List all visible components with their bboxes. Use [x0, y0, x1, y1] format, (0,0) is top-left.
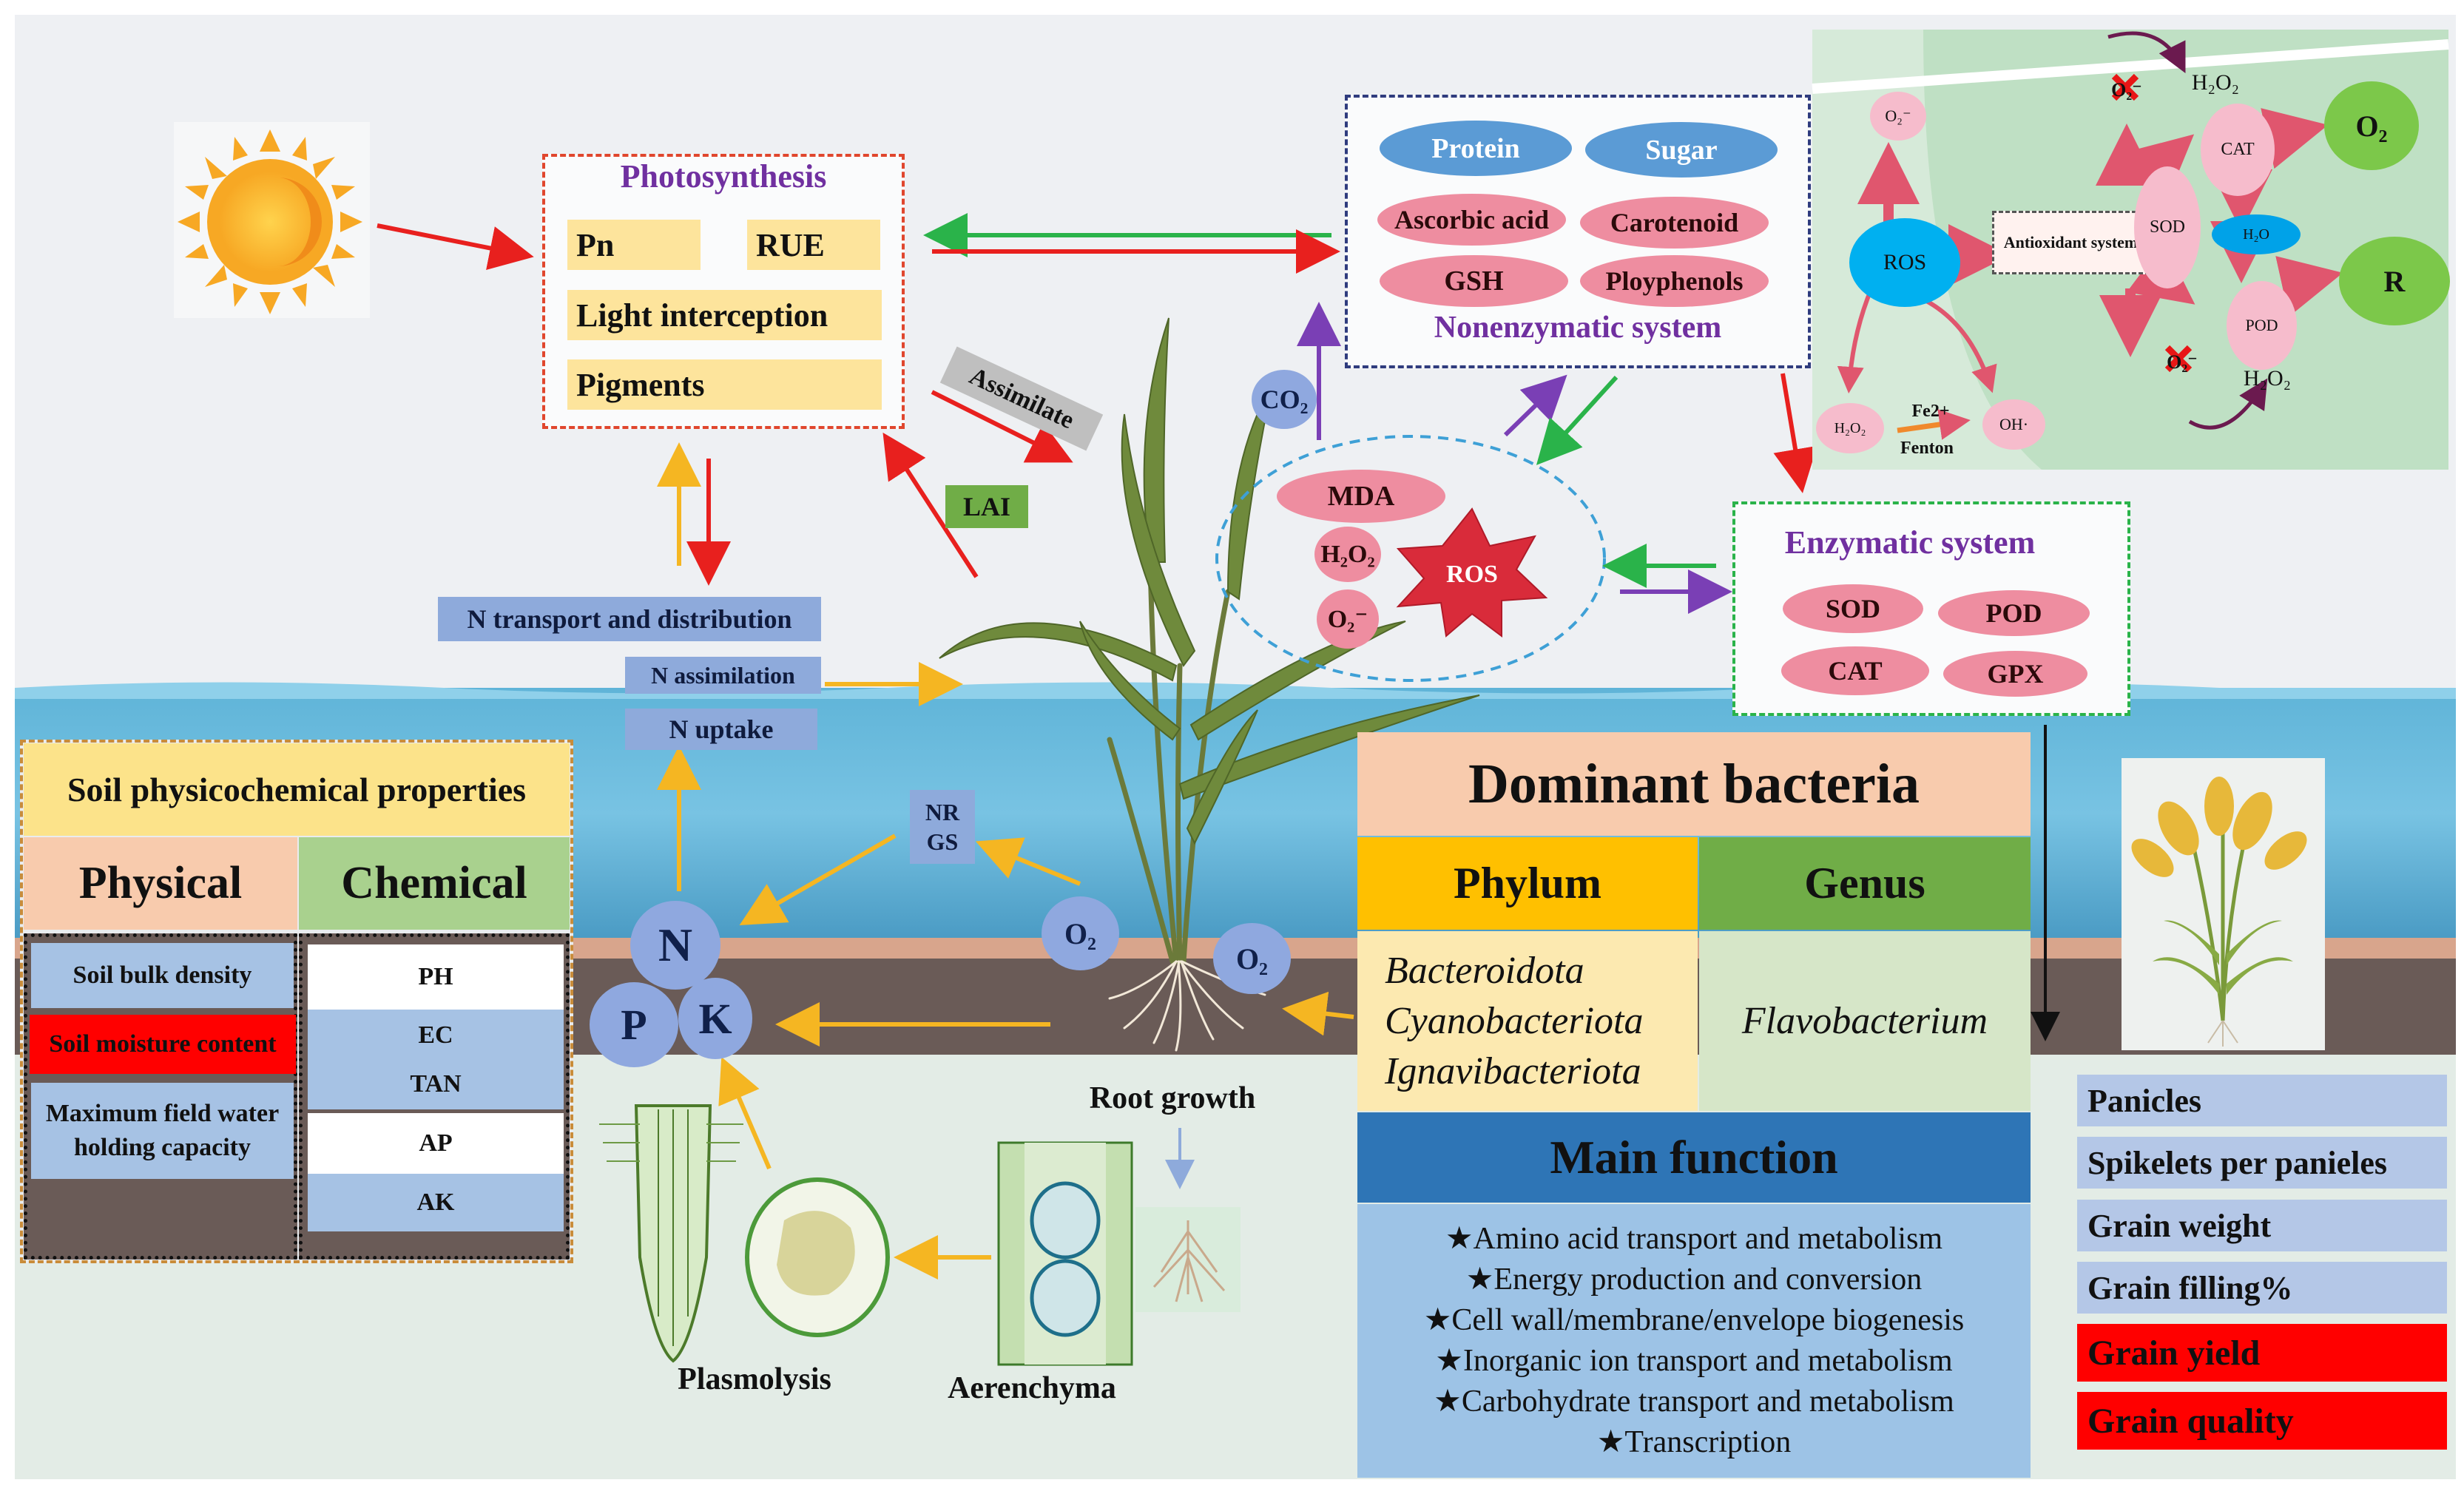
plasmolysis-label: Plasmolysis — [678, 1362, 831, 1396]
nonenzymatic-title: Nonenzymatic system — [1434, 310, 1722, 345]
ap-pod-circle: POD — [2227, 281, 2297, 370]
cat-pill: CAT — [1781, 646, 1929, 695]
k-nutrient-circle: K — [678, 978, 752, 1059]
phylum-ignavibacteriota: Ignavibacteriota — [1385, 1049, 1641, 1092]
protein-pill: Protein — [1380, 121, 1572, 176]
o2-radical-pill: O₂⁻ — [1317, 589, 1379, 649]
aerenchyma-label: Aerenchyma — [948, 1371, 1116, 1405]
genus-header: Genus — [1699, 837, 2031, 930]
yield-grain-quality: Grain quality — [2077, 1392, 2447, 1450]
n-nutrient-circle: N — [630, 901, 720, 990]
mda-pill: MDA — [1277, 470, 1445, 523]
root-tip-illustration — [599, 1104, 890, 1363]
ap-fenton-label: Fenton — [1900, 438, 1954, 458]
enzymatic-title: Enzymatic system — [1784, 524, 2036, 561]
main-function-header: Main function — [1357, 1112, 2031, 1203]
ap-oh-circle: OH· — [1982, 399, 2045, 450]
soil-tan: TAN — [410, 1069, 462, 1098]
function-item: ★Transcription — [1596, 1425, 1792, 1459]
phylum-header: Phylum — [1357, 837, 1698, 930]
soil-ap: AP — [308, 1113, 564, 1174]
ascorbic-acid-pill: Ascorbic acid — [1377, 194, 1566, 246]
ap-o2-cross-bottom: O₂⁻ — [2167, 351, 2198, 373]
phylum-cyanobacteriota: Cyanobacteriota — [1385, 999, 1644, 1042]
phylum-bacteroidota: Bacteroidota — [1385, 949, 1584, 992]
n-transport-label: N transport and distribution — [438, 597, 821, 641]
sun-icon — [174, 122, 370, 318]
ripe-rice-illustration — [2122, 758, 2325, 1050]
yield-grain-yield: Grain yield — [2077, 1324, 2447, 1382]
pod-pill: POD — [1938, 590, 2090, 636]
gs-label: GS — [926, 828, 959, 855]
ap-h2o2-left: H₂O₂ — [1816, 403, 1884, 453]
soil-chemical-header: Chemical — [299, 837, 570, 930]
function-item: ★Energy production and conversion — [1465, 1263, 1923, 1297]
light-interception-label: Light interception — [567, 290, 882, 340]
ap-r-output: R — [2339, 237, 2450, 325]
ap-sod-circle: SOD — [2134, 166, 2201, 288]
o2-bubble-a: O₂ — [1042, 896, 1119, 970]
ap-o2-output: O₂ — [2324, 81, 2419, 170]
phylum-list: Bacteroidota Cyanobacteriota Ignavibacte… — [1357, 931, 1698, 1111]
ap-o2-cross-top: O₂⁻ — [2111, 79, 2142, 101]
carotenoid-pill: Carotenoid — [1580, 197, 1769, 249]
soil-max-field-water: Maximum field water holding capacity — [31, 1083, 294, 1179]
rue-label: RUE — [747, 220, 880, 270]
pigments-label: Pigments — [567, 359, 882, 410]
sugar-pill: Sugar — [1585, 122, 1778, 178]
function-item: ★Cell wall/membrane/envelope biogenesis — [1423, 1303, 1965, 1337]
h2o2-pill: H₂O₂ — [1314, 527, 1381, 582]
root-growth-label: Root growth — [1089, 1081, 1256, 1115]
function-item: ★Inorganic ion transport and metabolism — [1435, 1344, 1953, 1378]
root-growth-illustration — [1135, 1207, 1241, 1312]
yield-grain-weight: Grain weight — [2077, 1200, 2447, 1251]
aerenchyma-illustration — [997, 1141, 1133, 1366]
o2-bubble-b: O₂ — [1213, 923, 1291, 994]
n-assimilation-label: N assimilation — [625, 657, 821, 694]
ap-o2-top: O₂⁻ — [1870, 92, 1926, 141]
gpx-pill: GPX — [1943, 651, 2087, 697]
ap-ros-circle: ROS — [1849, 218, 1960, 307]
function-item: ★Carbohydrate transport and metabolism — [1434, 1385, 1954, 1419]
ros-label: ROS — [1446, 561, 1498, 588]
ap-antioxidant-system: Antioxidant system — [1992, 211, 2150, 274]
ap-h2o2-top: H₂O₂ — [2191, 70, 2240, 95]
sod-pill: SOD — [1783, 584, 1923, 633]
soil-physical-header: Physical — [24, 837, 297, 930]
ap-fe-label: Fe2+ — [1911, 401, 1950, 421]
soil-ak: AK — [308, 1174, 564, 1231]
p-nutrient-circle: P — [590, 982, 678, 1067]
ap-cat-circle: CAT — [2201, 104, 2275, 196]
soil-moisture-content: Soil moisture content — [30, 1015, 296, 1074]
n-uptake-label: N uptake — [625, 709, 817, 750]
soil-ec-tan: EC TAN — [308, 1010, 564, 1109]
pn-label: Pn — [567, 220, 701, 270]
nr-label: NR — [925, 799, 960, 825]
yield-panicles: Panicles — [2077, 1075, 2447, 1126]
gsh-pill: GSH — [1380, 255, 1568, 307]
nr-gs-box: NR GS — [910, 790, 975, 864]
ros-starburst — [1396, 507, 1548, 638]
yield-spikelets: Spikelets per panieles — [2077, 1137, 2447, 1189]
photosynthesis-title: Photosynthesis — [620, 158, 827, 195]
rice-plant-illustration — [939, 317, 1480, 1052]
ployphenols-pill: Ployphenols — [1580, 255, 1769, 307]
soil-ph: PH — [308, 944, 564, 1010]
soil-ec: EC — [418, 1021, 453, 1049]
genus-flavobacterium: Flavobacterium — [1699, 931, 2031, 1111]
yield-grain-filling: Grain filling% — [2077, 1262, 2447, 1314]
soil-title: Soil physicochemical properties — [24, 743, 570, 836]
ap-h2o2-bottom: H₂O₂ — [2243, 366, 2292, 391]
soil-bulk-density: Soil bulk density — [31, 943, 294, 1008]
lai-label: LAI — [945, 485, 1028, 528]
bacteria-title: Dominant bacteria — [1357, 732, 2031, 836]
ap-h2o-pill: H₂O — [2212, 214, 2301, 254]
function-item: ★Amino acid transport and metabolism — [1445, 1222, 1943, 1256]
main-function-list: ★Amino acid transport and metabolism ★En… — [1357, 1204, 2031, 1478]
co2-bubble: CO₂ — [1252, 370, 1317, 429]
